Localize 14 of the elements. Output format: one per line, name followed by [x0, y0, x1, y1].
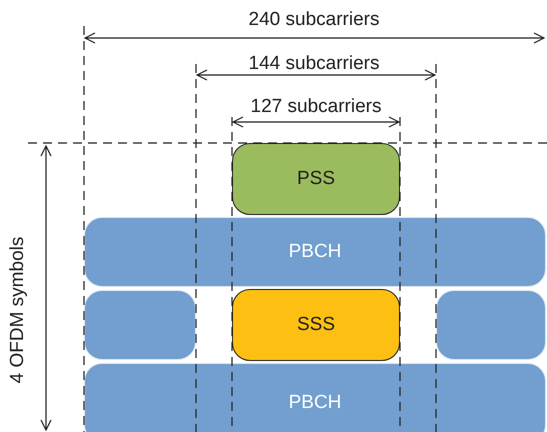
dimension-label: 144 subcarriers [248, 53, 380, 75]
pss-block [232, 143, 400, 215]
block-label: SSS [296, 314, 336, 336]
block-label: PSS [296, 168, 336, 190]
block-label: PBCH [288, 241, 342, 263]
pbch-block [84, 290, 196, 360]
pbch-block [436, 290, 546, 360]
dimension-label: 127 subcarriers [250, 96, 382, 118]
dimension-label: 240 subcarriers [248, 9, 380, 31]
sss-block [232, 289, 400, 361]
axis-label: 4 OFDM symbols [7, 236, 29, 384]
pbch-block [84, 217, 546, 287]
block-label: PBCH [288, 392, 342, 414]
pbch-block [84, 363, 546, 432]
